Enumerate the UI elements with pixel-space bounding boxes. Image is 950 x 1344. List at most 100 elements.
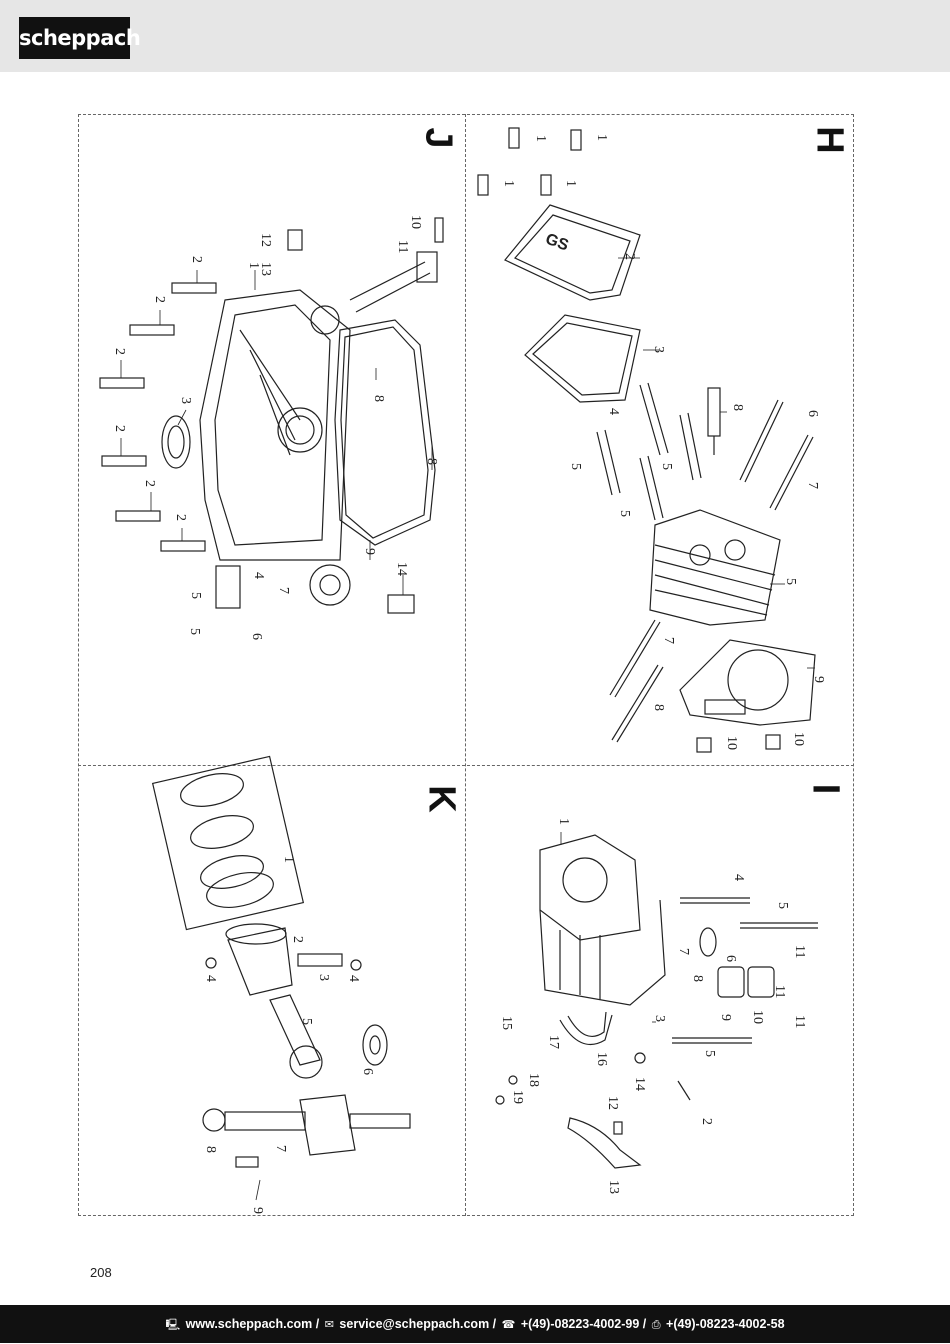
callout-label: 5 (775, 902, 790, 909)
callout-label: 2 (112, 425, 127, 432)
callout-label: 4 (346, 975, 361, 982)
footer-email-link[interactable]: service@scheppach.com / (339, 1317, 497, 1331)
callout-label: 15 (499, 1016, 514, 1030)
callout-label: 2 (152, 296, 167, 303)
callout-label: 6 (249, 633, 264, 640)
h-cover-gasket (524, 314, 641, 403)
callout-label: 10 (724, 736, 739, 750)
callout-label: 6 (723, 955, 738, 962)
callout-label: 9 (718, 1014, 733, 1021)
k-key (235, 1156, 259, 1168)
j-gasket (334, 319, 436, 546)
callout-label: 4 (251, 572, 266, 579)
i-bolt-12 (613, 1121, 623, 1135)
callout-label: 10 (750, 1010, 765, 1024)
callout-label: 9 (250, 1207, 265, 1214)
callout-label: 3 (652, 1015, 667, 1022)
j-small-bolt (287, 229, 303, 251)
callout-label: 8 (651, 704, 666, 711)
h-cylinder-head (649, 509, 781, 626)
i-cylinder-block (539, 834, 666, 1006)
callout-label: 1 (563, 180, 578, 187)
callout-label: 7 (661, 637, 676, 644)
callout-label: 14 (394, 562, 409, 576)
callout-label: 4 (203, 975, 218, 982)
callout-label: 7 (273, 1145, 288, 1152)
k-connecting-rod (269, 994, 323, 1079)
phone-icon: ☎ (501, 1318, 516, 1331)
brand-logo: scheppach (19, 17, 141, 59)
svg-text:GS: GS (543, 231, 571, 255)
i-studs (672, 897, 818, 1044)
k-seal-ring (202, 1108, 226, 1132)
callout-label: 1 (556, 818, 571, 825)
i-washer (634, 1052, 646, 1064)
callout-label: 5 (702, 1050, 717, 1057)
sheet-horizontal-divider (78, 765, 854, 766)
i-nut-18 (508, 1075, 518, 1085)
callout-label: 1 (533, 135, 548, 142)
h-head-bolts (596, 382, 702, 521)
callout-label: 5 (659, 463, 674, 470)
callout-label: 1 (594, 134, 609, 141)
i-clip (677, 1080, 691, 1101)
j-governor-gear (309, 564, 351, 606)
footer-fax: +(49)-08223-4002-58 (666, 1317, 785, 1331)
callout-label: 13 (606, 1180, 621, 1194)
callout-label: 1 (246, 262, 261, 269)
callout-label: 5 (187, 628, 202, 635)
mail-icon: ✉ (324, 1318, 334, 1331)
callout-label: 12 (258, 233, 273, 247)
exploded-view-sheet (78, 114, 854, 1216)
callout-label: 1 (281, 856, 296, 863)
callout-label: 5 (617, 510, 632, 517)
footer-website-link[interactable]: www.scheppach.com / (185, 1317, 320, 1331)
callout-label: 10 (791, 732, 806, 746)
i-nut-19 (495, 1095, 505, 1105)
k-piston (225, 923, 293, 996)
h-spark-plug (707, 387, 721, 455)
callout-label: 2 (142, 480, 157, 487)
j-plug (387, 594, 415, 614)
callout-label: 11 (395, 240, 410, 253)
callout-label: 2 (112, 348, 127, 355)
callout-label: 1 (501, 180, 516, 187)
callout-label: 4 (731, 874, 746, 881)
callout-label: 11 (772, 985, 787, 998)
computer-icon: 🖳 (165, 1318, 181, 1331)
k-bearing (362, 1024, 388, 1066)
k-crankshaft (224, 1094, 411, 1156)
h-head-gasket (679, 639, 816, 726)
callout-label: 8 (690, 975, 705, 982)
callout-label: 11 (792, 945, 807, 958)
j-bracket (215, 565, 241, 609)
callout-label: 3 (178, 397, 193, 404)
callout-label: 2 (622, 253, 637, 260)
sheet-vertical-divider (465, 114, 466, 1216)
k-circlips (205, 957, 362, 971)
callout-label: 2 (173, 514, 188, 521)
callout-label: 19 (510, 1090, 525, 1104)
callout-label: 17 (546, 1035, 561, 1049)
callout-label: 7 (676, 948, 691, 955)
contact-footer: 🖳 www.scheppach.com / ✉ service@scheppac… (0, 1305, 950, 1343)
k-piston-pin (297, 953, 343, 967)
callout-label: 18 (526, 1073, 541, 1087)
page-number: 208 (90, 1265, 112, 1280)
h-dowel-2 (765, 734, 781, 750)
callout-label: 13 (258, 262, 273, 276)
callout-label: 10 (408, 215, 423, 229)
i-shroud (567, 1117, 642, 1169)
callout-label: 8 (371, 395, 386, 402)
h-valve-cover: GS (504, 204, 641, 301)
callout-label: 2 (189, 256, 204, 263)
callout-label: 11 (792, 1015, 807, 1028)
callout-label: 5 (188, 592, 203, 599)
callout-label: 9 (811, 676, 826, 683)
fax-icon: ⎙ (651, 1318, 661, 1331)
i-covers (717, 966, 775, 998)
callout-label: 3 (651, 346, 666, 353)
callout-label: 3 (316, 974, 331, 981)
callout-label: 5 (568, 463, 583, 470)
